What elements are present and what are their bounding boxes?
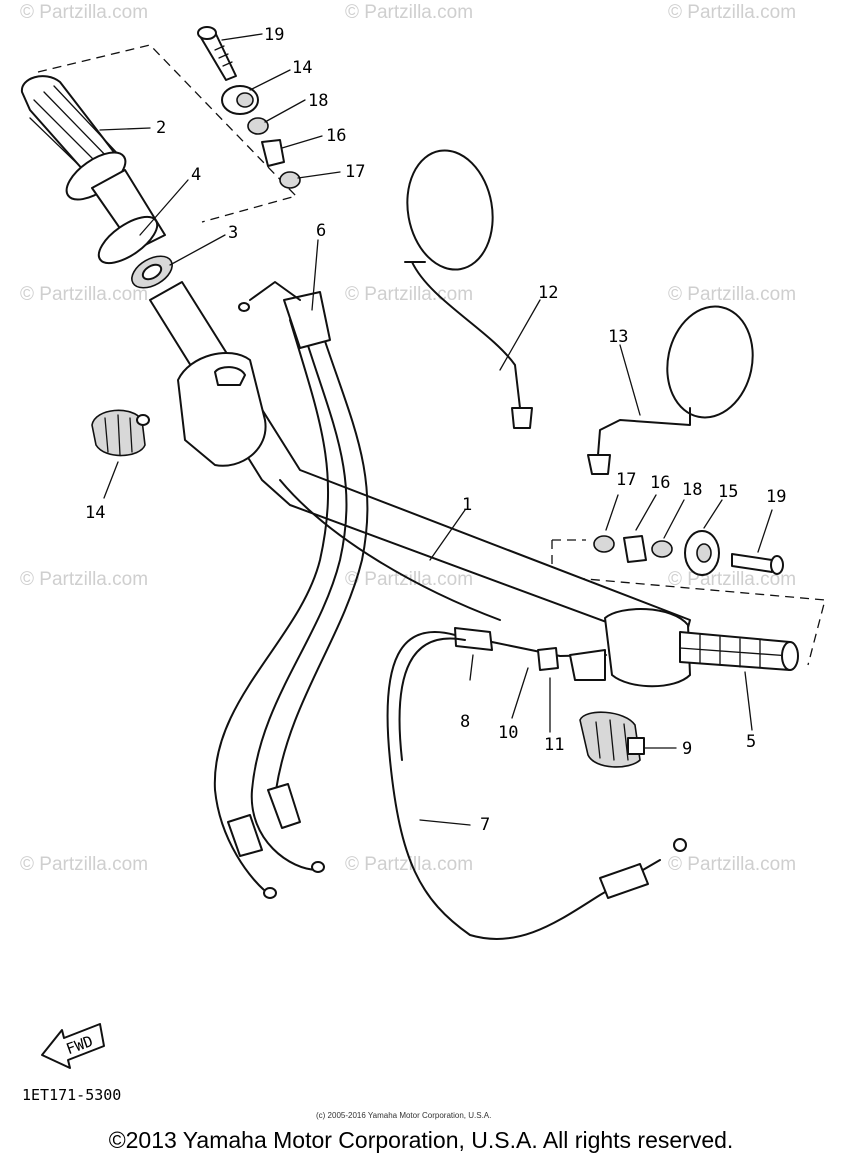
diagram-code: 1ET171-5300 [22, 1086, 121, 1104]
callout-3: 3 [228, 223, 238, 243]
callout-13: 13 [608, 327, 628, 347]
callout-18-right: 18 [682, 480, 702, 500]
watermark: © Partzilla.com [20, 854, 148, 875]
watermarks: © Partzilla.com © Partzilla.com © Partzi… [20, 2, 796, 875]
left-switch-14 [91, 409, 150, 457]
callout-11: 11 [544, 735, 564, 755]
callout-19-left: 19 [264, 25, 284, 45]
lever-perch [454, 627, 607, 681]
callout-17-right: 17 [616, 470, 636, 490]
callout-9: 9 [682, 739, 692, 759]
watermark: © Partzilla.com [345, 854, 473, 875]
callout-19-right: 19 [766, 487, 786, 507]
callout-12: 12 [538, 283, 558, 303]
leader-box-right [551, 539, 826, 666]
callout-1: 1 [462, 495, 472, 515]
callout-2: 2 [156, 118, 166, 138]
watermark: © Partzilla.com [345, 284, 473, 305]
fwd-arrow-icon: FWD [41, 1023, 105, 1069]
watermark: © Partzilla.com [668, 854, 796, 875]
grip-end-3 [131, 255, 173, 289]
callout-16-left: 16 [326, 126, 346, 146]
right-grip-5 [604, 608, 799, 688]
callout-8: 8 [460, 712, 470, 732]
watermark: © Partzilla.com [345, 2, 473, 23]
right-switch-9 [579, 711, 645, 768]
copyright-small: (c) 2005-2016 Yamaha Motor Corporation, … [316, 1111, 491, 1120]
copyright-main: ©2013 Yamaha Motor Corporation, U.S.A. A… [109, 1127, 734, 1153]
left-hardware [197, 26, 301, 189]
callout-15-right: 15 [718, 482, 738, 502]
callout-7: 7 [480, 815, 490, 835]
cable-7 [386, 630, 687, 940]
callout-15-left: 14 [292, 58, 312, 78]
watermark: © Partzilla.com [668, 284, 796, 305]
mirror-12 [404, 149, 533, 429]
callouts: 2 4 3 6 19 14 18 16 17 12 13 1 14 17 16 … [85, 25, 786, 835]
callout-16-right: 16 [650, 473, 670, 493]
callout-17-left: 17 [345, 162, 365, 182]
callout-10: 10 [498, 723, 518, 743]
leader-lines [99, 33, 773, 826]
watermark: © Partzilla.com [20, 2, 148, 23]
mirror-13 [587, 305, 754, 475]
callout-4: 4 [191, 165, 201, 185]
callout-5: 5 [746, 732, 756, 752]
callout-6: 6 [316, 221, 326, 241]
watermark: © Partzilla.com [668, 2, 796, 23]
right-hardware [593, 530, 784, 576]
washer-4 [97, 215, 159, 265]
callout-14: 14 [85, 503, 105, 523]
watermark: © Partzilla.com [20, 284, 148, 305]
watermark: © Partzilla.com [20, 569, 148, 590]
throttle-cables-6 [213, 281, 369, 899]
callout-18-left: 18 [308, 91, 328, 111]
